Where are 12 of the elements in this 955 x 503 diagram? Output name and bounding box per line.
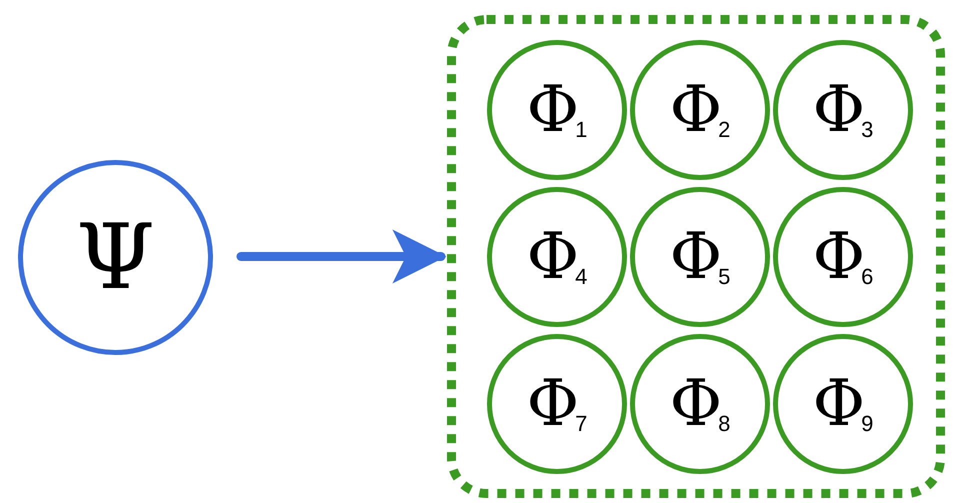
dashed-group-box (447, 15, 945, 498)
symbol-label: Φ$_{9}$ (812, 372, 874, 436)
symbol-label: Φ$_{5}$ (670, 225, 730, 289)
symbol-label: Φ$_{7}$ (526, 372, 588, 436)
symbol-label: Φ$_{2}$ (670, 78, 730, 142)
symbol-label: Φ$_{8}$ (670, 372, 730, 436)
symbol-label: Φ$_{6}$ (812, 225, 874, 289)
symbol-label: Φ$_{4}$ (526, 225, 588, 289)
symbol-label: Φ$_{3}$ (812, 78, 874, 142)
symbol-label: Φ$_{1}$ (526, 78, 588, 142)
symbol-label: Ψ (76, 212, 155, 302)
arrow (236, 230, 446, 284)
